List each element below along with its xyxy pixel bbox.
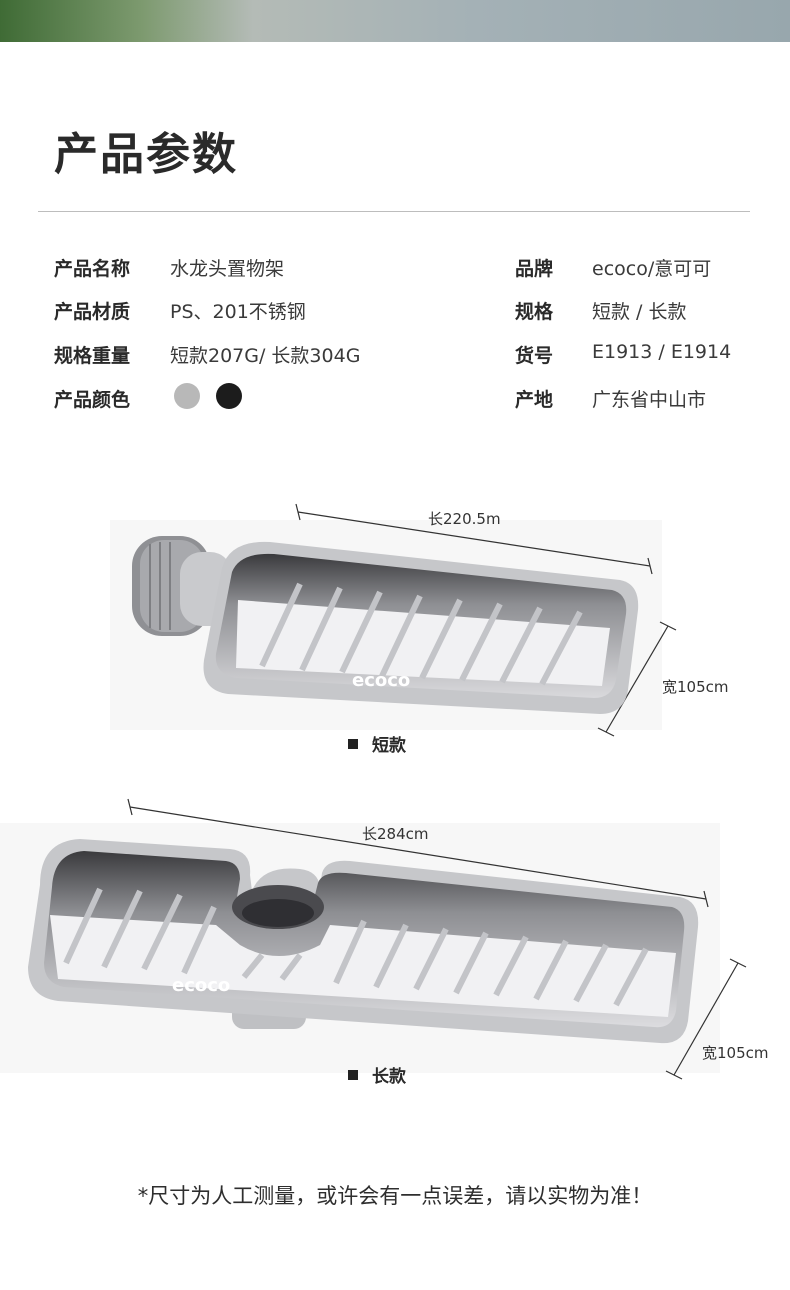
short-width-label: 宽105cm — [662, 678, 729, 696]
long-width-label: 宽105cm — [702, 1044, 769, 1062]
spec-label-sku: 货号 — [515, 345, 554, 367]
long-caption: 长款 — [348, 1062, 406, 1087]
spec-label-brand: 品牌 — [515, 258, 554, 280]
long-rack-illustration: ecoco — [0, 798, 747, 1080]
spec-label-color: 产品颜色 — [54, 389, 131, 411]
spec-label-name: 产品名称 — [54, 258, 131, 280]
short-caption: 短款 — [348, 731, 406, 756]
title-divider — [38, 211, 750, 212]
short-length-dimension-line — [295, 503, 653, 575]
short-width-dimension-line — [597, 621, 677, 737]
spec-value-name: 水龙头置物架 — [170, 258, 285, 280]
spec-value-size: 短款 / 长款 — [592, 301, 687, 323]
long-ecoco-logo: ecoco — [172, 975, 230, 996]
spec-value-weight: 短款207G/ 长款304G — [170, 345, 361, 367]
color-swatch-black[interactable] — [216, 383, 242, 409]
short-ecoco-logo: ecoco — [352, 670, 410, 691]
short-faucet-ring — [132, 536, 232, 636]
long-caption-text: 长款 — [372, 1067, 406, 1087]
spec-label-weight: 规格重量 — [54, 345, 131, 367]
top-banner-image — [0, 0, 790, 42]
short-length-label: 长220.5m — [428, 510, 501, 528]
spec-label-origin: 产地 — [515, 389, 554, 411]
spec-value-material: PS、201不锈钢 — [170, 301, 306, 323]
color-swatch-gray[interactable] — [174, 383, 200, 409]
page-title: 产品参数 — [54, 129, 238, 180]
spec-value-origin: 广东省中山市 — [592, 389, 707, 411]
spec-value-sku: E1913 / E1914 — [592, 341, 732, 363]
short-caption-text: 短款 — [372, 736, 406, 756]
spec-value-brand: ecoco/意可可 — [592, 258, 712, 280]
long-length-label: 长284cm — [362, 825, 429, 843]
spec-label-size: 规格 — [515, 301, 554, 323]
long-length-dimension-line — [127, 798, 709, 908]
measurement-disclaimer: *尺寸为人工测量，或许会有一点误差，请以实物为准！ — [137, 1184, 653, 1208]
short-rack-illustration: ecoco — [110, 503, 677, 737]
long-width-dimension-line — [665, 958, 747, 1080]
spec-label-material: 产品材质 — [54, 301, 131, 323]
short-caption-marker — [348, 739, 358, 749]
long-caption-marker — [348, 1070, 358, 1080]
